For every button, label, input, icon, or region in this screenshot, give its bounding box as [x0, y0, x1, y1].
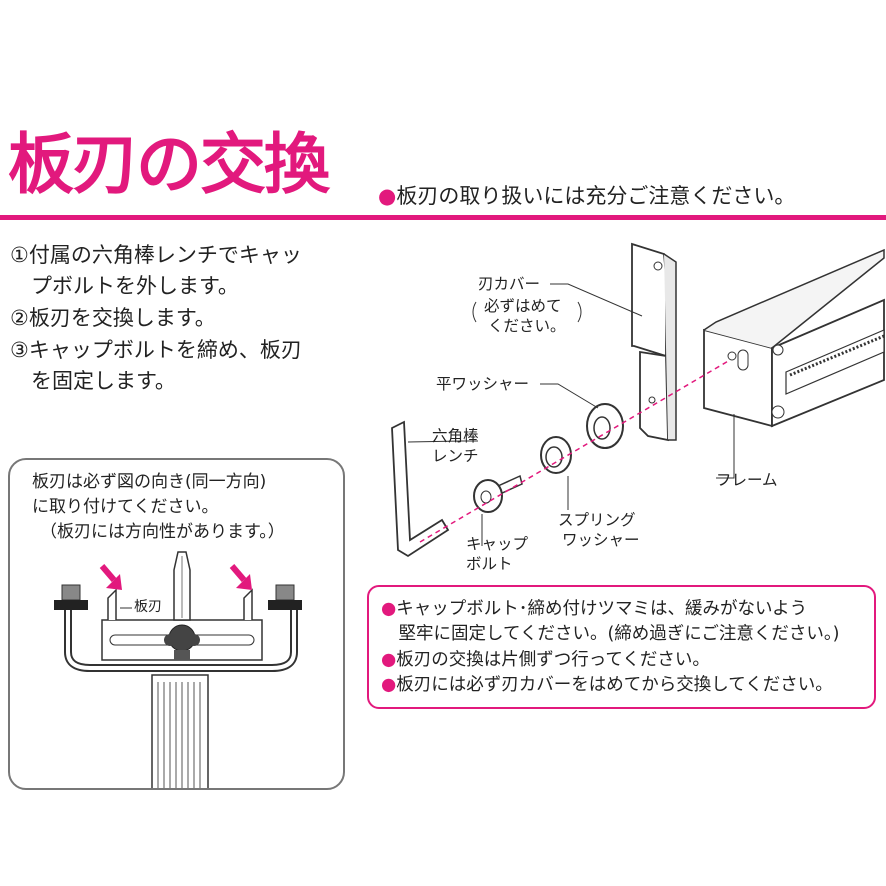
blade-cover-note-1: 必ずはめて	[484, 297, 562, 315]
step-3-line-1: ③キャップボルトを締め、板刃	[10, 338, 302, 362]
blade-cover-label: 刃カバー	[478, 275, 541, 293]
cap-bolt-label-2: ボルト	[466, 555, 513, 573]
step-1-line-1: ①付属の六角棒レンチでキャッ	[10, 243, 302, 267]
note-1-line-1: ●キャップボルト･締め付けツマミは、緩みがないよう	[381, 599, 808, 619]
spring-washer-label-2: ワッシャー	[562, 531, 640, 549]
hex-wrench-label-1: 六角棒	[432, 427, 479, 445]
orientation-line-1: 板刃は必ず図の向き(同一方向)	[32, 472, 267, 492]
step-3-line-2: を固定します。	[10, 369, 176, 393]
note-3: ●板刃には必ず刃カバーをはめてから交換してください。	[381, 675, 833, 695]
header-note: ●板刃の取り扱いには充分ご注意ください。	[378, 180, 795, 210]
cap-bolt-label-1: キャップ	[466, 535, 529, 553]
hex-wrench-label-2: レンチ	[432, 447, 479, 465]
blade-cover-part	[631, 242, 677, 442]
bullet-icon: ●	[381, 650, 397, 670]
bullet-icon: ●	[381, 675, 397, 695]
frame-label: フレーム	[716, 471, 778, 489]
bullet-icon: ●	[378, 184, 397, 208]
note-2: ●板刃の交換は片側ずつ行ってください。	[381, 650, 710, 670]
orientation-line-2: に取り付けてください。	[32, 497, 219, 517]
bullet-icon: ●	[381, 599, 397, 619]
orientation-line-3: （板刃には方向性があります。）	[40, 522, 285, 542]
spring-washer-label-1: スプリング	[558, 511, 636, 529]
page-title: 板刃の交換	[8, 126, 330, 203]
frame-part	[703, 248, 885, 428]
note-1-line-2: 堅牢に固定してください。(締め過ぎにご注意ください。)	[381, 624, 840, 644]
header-rule	[0, 215, 886, 220]
blade-label: 板刃	[134, 599, 162, 615]
blade-orientation-illustration	[54, 551, 302, 788]
orientation-box: 板刃は必ず図の向き(同一方向) に取り付けてください。 （板刃には方向性がありま…	[8, 458, 345, 790]
caution-notes-box: ●キャップボルト･締め付けツマミは、緩みがないよう 堅牢に固定してください。(締…	[367, 585, 876, 709]
step-1-line-2: プボルトを外します。	[10, 274, 239, 298]
header-note-text: 板刃の取り扱いには充分ご注意ください。	[396, 184, 796, 208]
step-2: ②板刃を交換します。	[10, 306, 216, 330]
flat-washer-label: 平ワッシャー	[436, 375, 530, 393]
blade-cover-note-2: ください。	[488, 317, 566, 335]
